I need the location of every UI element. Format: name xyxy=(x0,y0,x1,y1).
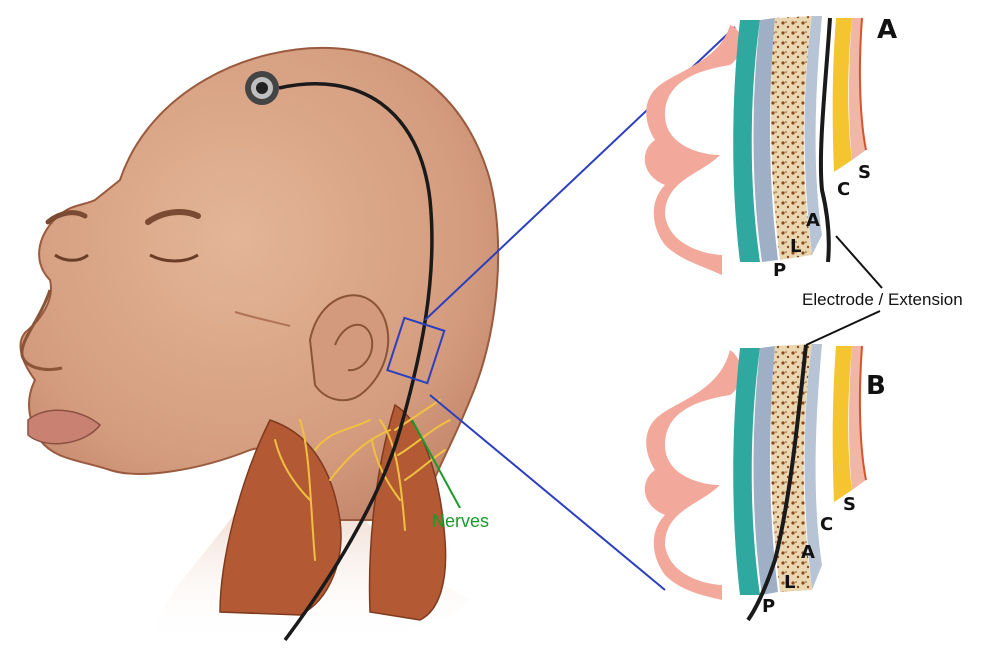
panel-a-label-c: C xyxy=(837,179,850,200)
panel-a-label-l: L xyxy=(790,236,801,257)
panel-b-label-l: L xyxy=(784,572,795,593)
panel-a-label-s: S xyxy=(858,162,871,183)
electrode-callout-line-a xyxy=(836,236,882,288)
panel-a-brain xyxy=(645,25,741,275)
panel-a-label-a: A xyxy=(806,210,820,231)
panel-a-title: A xyxy=(877,15,897,45)
cross-section-a: P L A C S A xyxy=(645,15,897,281)
panel-b-title: B xyxy=(866,371,886,401)
panel-a-label-p: P xyxy=(773,260,786,281)
nerves-label: Nerves xyxy=(432,511,489,531)
cross-section-b: P L A C S B xyxy=(645,344,886,620)
electrode-callout-line-b xyxy=(806,311,880,345)
connector-center xyxy=(256,82,268,94)
panel-a-electrode xyxy=(821,18,830,262)
zoom-line-bottom xyxy=(430,395,665,590)
panel-b-label-a: A xyxy=(801,542,815,563)
panel-b-label-s: S xyxy=(843,494,856,515)
electrode-label: Electrode / Extension xyxy=(802,290,963,309)
panel-b-brain xyxy=(645,350,741,600)
head-illustration xyxy=(21,48,499,645)
panel-b-label-c: C xyxy=(820,514,833,535)
panel-b-label-p: P xyxy=(762,596,775,617)
